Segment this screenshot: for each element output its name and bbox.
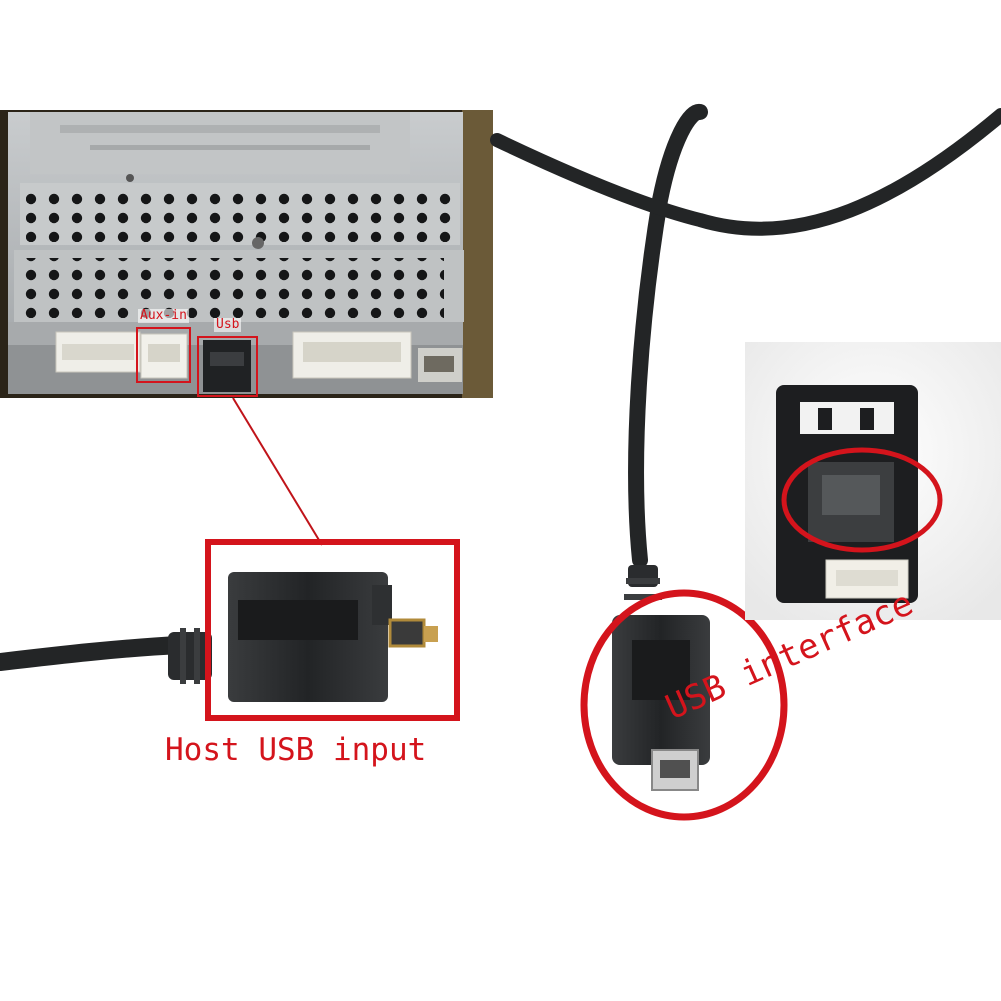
usb-cable: [0, 104, 1001, 671]
host-usb-input-label: Host USB input: [165, 732, 427, 768]
host-connector: [168, 539, 460, 721]
aux-in-label: Aux-in: [138, 308, 189, 323]
head-unit-photo: [0, 110, 493, 398]
usb-label: Usb: [214, 317, 242, 332]
pointer-line: [232, 397, 323, 546]
socket-inset-photo: [745, 342, 1001, 620]
mini-usb-connector: [580, 565, 788, 821]
